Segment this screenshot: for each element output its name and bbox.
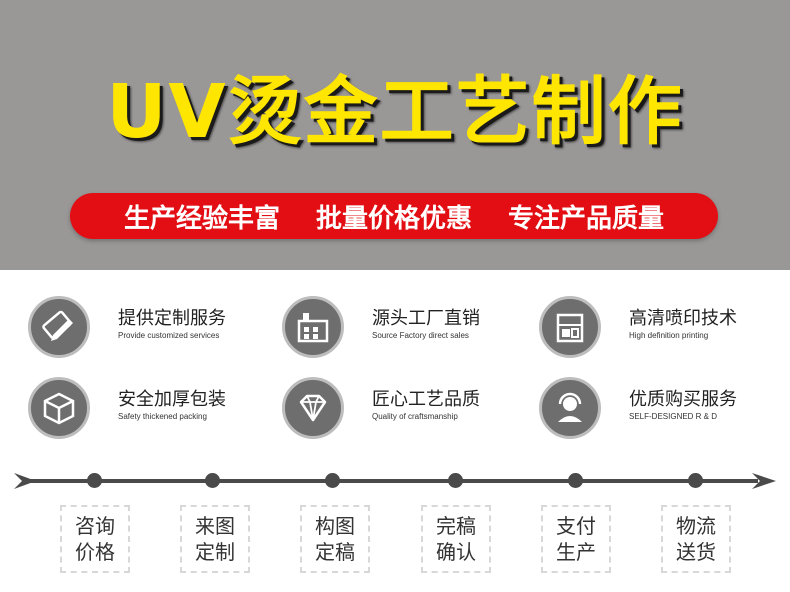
step-line-1: 物流 xyxy=(676,514,716,538)
hero-section: UV烫金工艺制作 生产经验丰富 批量价格优惠 专注产品质量 xyxy=(0,0,790,270)
factory-icon xyxy=(282,296,344,358)
timeline-dot xyxy=(568,473,583,488)
feature-craftsmanship: 匠心工艺品质 Quality of craftsmanship xyxy=(282,377,532,441)
feature-factory-direct: 源头工厂直销 Source Factory direct sales xyxy=(282,296,532,360)
feature-title: 安全加厚包装 xyxy=(118,389,226,410)
printer-icon xyxy=(539,296,601,358)
diamond-icon xyxy=(282,377,344,439)
feature-subtitle: Safety thickened packing xyxy=(118,412,207,421)
step-line-2: 确认 xyxy=(436,540,476,564)
feature-subtitle: Quality of craftsmanship xyxy=(372,412,458,421)
step-line-2: 定制 xyxy=(195,540,235,564)
step-line-1: 来图 xyxy=(195,514,235,538)
timeline-dot xyxy=(688,473,703,488)
feature-safe-packing: 安全加厚包装 Safety thickened packing xyxy=(28,377,278,441)
feature-title: 匠心工艺品质 xyxy=(372,389,480,410)
feature-title: 优质购买服务 xyxy=(629,389,737,410)
step-line-2: 送货 xyxy=(676,540,716,564)
feature-hd-printing: 高清喷印技术 High definition printing xyxy=(539,296,789,360)
pencil-ruler-icon xyxy=(28,296,90,358)
red-banner: 生产经验丰富 批量价格优惠 专注产品质量 xyxy=(70,193,718,239)
timeline-dot xyxy=(325,473,340,488)
process-timeline xyxy=(12,470,778,492)
feature-title: 提供定制服务 xyxy=(118,308,226,329)
banner-text-3: 专注产品质量 xyxy=(508,203,665,234)
timeline-dot xyxy=(205,473,220,488)
arrow-head-icon xyxy=(752,473,776,489)
feature-subtitle: Source Factory direct sales xyxy=(372,331,469,340)
customer-service-icon xyxy=(539,377,601,439)
feature-subtitle: SELF-DESIGNED R & D xyxy=(629,412,718,421)
feature-subtitle: High definition printing xyxy=(629,331,709,340)
arrow-tail-icon xyxy=(14,473,36,489)
step-line-2: 定稿 xyxy=(315,540,355,564)
hero-title: UV烫金工艺制作 xyxy=(106,69,684,155)
step-line-1: 咨询 xyxy=(75,514,115,538)
step-line-2: 生产 xyxy=(556,540,596,564)
banner-text-1: 生产经验丰富 xyxy=(123,203,280,234)
step-line-1: 完稿 xyxy=(436,514,476,538)
step-confirm: 完稿 确认 xyxy=(421,505,491,573)
box-icon xyxy=(28,377,90,439)
step-send-design: 来图 定制 xyxy=(180,505,250,573)
step-line-1: 支付 xyxy=(556,514,596,538)
feature-custom-service: 提供定制服务 Provide customized services xyxy=(28,296,278,360)
step-line-1: 构图 xyxy=(315,514,355,538)
banner-text-2: 批量价格优惠 xyxy=(315,203,472,234)
step-line-2: 价格 xyxy=(75,540,115,564)
feature-title: 源头工厂直销 xyxy=(372,308,480,329)
step-delivery: 物流 送货 xyxy=(661,505,731,573)
feature-purchase-service: 优质购买服务 SELF-DESIGNED R & D xyxy=(539,377,789,441)
feature-title: 高清喷印技术 xyxy=(629,308,737,329)
step-payment: 支付 生产 xyxy=(541,505,611,573)
step-consult: 咨询 价格 xyxy=(60,505,130,573)
feature-subtitle: Provide customized services xyxy=(118,331,220,340)
timeline-dot xyxy=(87,473,102,488)
step-compose: 构图 定稿 xyxy=(300,505,370,573)
timeline-dot xyxy=(448,473,463,488)
timeline-line xyxy=(28,479,758,483)
